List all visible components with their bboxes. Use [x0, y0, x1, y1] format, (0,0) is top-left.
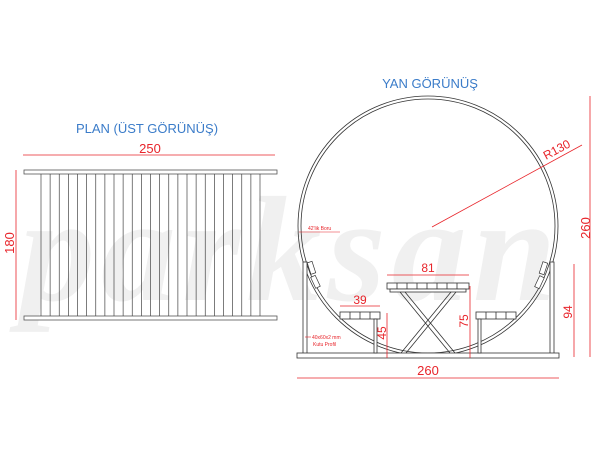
plan-depth-label: 180 — [2, 232, 17, 254]
side-height-label: 94 — [561, 305, 575, 319]
bench-width-dimension: 39 — [340, 293, 380, 307]
plan-width-dimension: 250 — [23, 141, 275, 156]
bench-width-label: 39 — [353, 293, 367, 307]
plan-width-label: 250 — [139, 141, 161, 156]
ring-frame — [297, 95, 559, 357]
side-posts — [302, 261, 555, 355]
table-height-label: 75 — [457, 314, 471, 328]
plan-depth-dimension: 180 — [2, 170, 17, 320]
table — [386, 282, 470, 354]
plan-slats — [40, 174, 261, 316]
total-height-dimension: 260 — [578, 96, 593, 357]
plan-view-title: PLAN (ÜST GÖRÜNÜŞ) — [76, 121, 218, 136]
left-backrest — [306, 260, 321, 289]
profile-note-line1: 40x60x2 mm — [312, 335, 341, 341]
bench-height-label: 45 — [375, 326, 389, 340]
plan-view: PLAN (ÜST GÖRÜNÜŞ) 250 180 — [2, 121, 278, 321]
right-bench — [475, 311, 517, 354]
right-backrest — [534, 261, 549, 290]
table-height-dimension: 75 — [457, 286, 471, 358]
side-view-title: YAN GÖRÜNÜŞ — [382, 76, 478, 91]
total-width-label: 260 — [417, 363, 439, 378]
total-height-label: 260 — [578, 217, 593, 239]
left-bench — [339, 311, 381, 354]
pipe-note-label: 42'lik Boru — [308, 226, 331, 232]
side-view: YAN GÖRÜNÜŞ R130 260 — [296, 76, 593, 379]
total-width-dimension: 260 — [297, 363, 559, 379]
plan-top-rail — [23, 169, 278, 175]
table-width-label: 81 — [421, 261, 435, 275]
profile-note-line2: Kutu Profil — [313, 342, 336, 348]
base-bar — [296, 352, 560, 359]
watermark-parksan: parksan — [20, 167, 563, 333]
plan-bottom-rail — [23, 315, 278, 321]
pipe-note: 42'lik Boru — [299, 226, 340, 233]
table-width-dimension: 81 — [387, 261, 469, 276]
side-height-dimension: 94 — [561, 264, 575, 357]
profile-note: 40x60x2 mm Kutu Profil — [305, 335, 341, 348]
bench-height-dimension: 45 — [375, 313, 389, 358]
radius-dimension: R130 — [431, 137, 583, 228]
